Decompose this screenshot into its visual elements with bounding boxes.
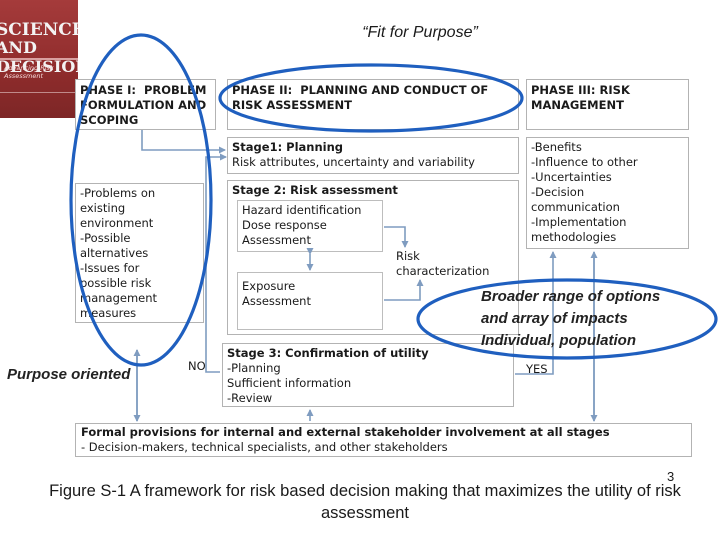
book-cover-image: SCIENCE AND DECISIONS Advancing Risk Ass…: [0, 0, 78, 118]
arrow-stage3-yes-to-phase3: [515, 251, 557, 375]
stage1-title: Stage1: Planning: [232, 140, 344, 154]
formal-provisions-box: Formal provisions for internal and exter…: [75, 423, 692, 457]
figure-caption: Figure S-1 A framework for risk based de…: [49, 482, 681, 522]
no-label: NO: [188, 359, 206, 373]
ellipse-phase1-highlight: [69, 33, 213, 367]
exposure-text: Exposure Assessment: [242, 279, 311, 308]
stage1-box: Stage1: Planning Risk attributes, uncert…: [227, 137, 519, 174]
problems-text: -Problems on existing environment -Possi…: [80, 186, 158, 320]
risk-characterization-text: Risk characterization: [396, 249, 490, 278]
phase3-list-box: -Benefits -Influence to other -Uncertain…: [526, 137, 689, 249]
stage1-body: Risk attributes, uncertainty and variabi…: [232, 155, 475, 169]
hazard-text: Hazard identification Dose response Asse…: [242, 203, 362, 247]
callout-purpose-oriented: Purpose oriented: [7, 366, 131, 383]
arrow-phase1-to-stage1: [141, 130, 226, 154]
formal-body: - Decision-makers, technical specialists…: [81, 440, 448, 454]
exposure-box: Exposure Assessment: [237, 272, 383, 330]
page-number: 3: [667, 469, 675, 484]
yes-label: YES: [526, 362, 548, 376]
cover-title-line2: AND DECISIONS: [0, 38, 78, 76]
slide-title: “Fit for Purpose”: [362, 24, 478, 41]
stage3-title: Stage 3: Confirmation of utility: [227, 346, 429, 360]
phase3-list: -Benefits -Influence to other -Uncertain…: [531, 140, 638, 244]
stage3-body: -Planning Sufficient information -Review: [227, 361, 352, 405]
stage3-box: Stage 3: Confirmation of utility -Planni…: [222, 343, 514, 407]
phase3-label: PHASE III: RISK MANAGEMENT: [531, 83, 630, 112]
problems-box: -Problems on existing environment -Possi…: [75, 183, 204, 323]
stage2-title: Stage 2: Risk assessment: [232, 183, 398, 197]
arrow-stage3-no-loop: [205, 153, 227, 373]
cover-subtitle: Advancing Risk Assessment: [4, 64, 54, 80]
ellipse-phase2-highlight: [218, 63, 524, 133]
cover-title-line1: SCIENCE: [0, 20, 78, 40]
arrow-hazard-to-riskchar: [384, 226, 409, 248]
formal-title: Formal provisions for internal and exter…: [81, 425, 610, 439]
arrow-exposure-to-riskchar: [384, 279, 424, 301]
ellipse-broader-range-highlight: [416, 278, 718, 360]
callout-broader-range: Broader range of options and array of im…: [481, 288, 661, 349]
phase2-label: PHASE II: PLANNING AND CONDUCT OF RISK A…: [232, 83, 489, 112]
phase3-box: PHASE III: RISK MANAGEMENT: [526, 79, 689, 130]
